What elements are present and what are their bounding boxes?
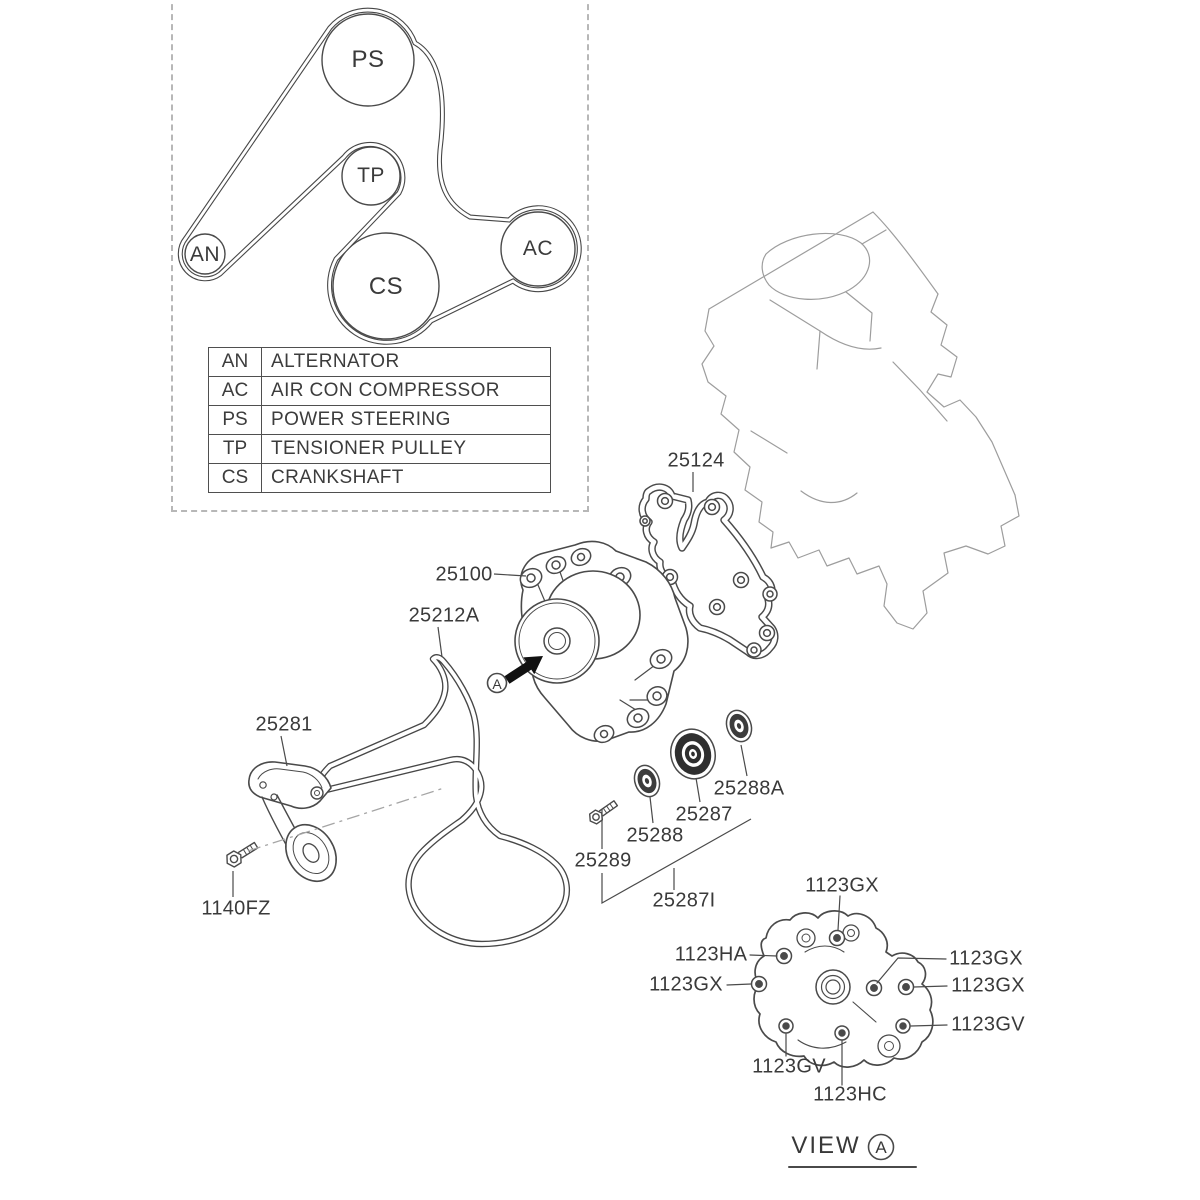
legend-row: CS CRANKSHAFT — [208, 463, 551, 493]
viewa-label-upper-left: 1123HA — [674, 943, 748, 966]
part-label-tensioner-bolt: 1140FZ — [201, 897, 271, 920]
belt-routing-drawing — [177, 7, 582, 345]
view-ref-circle — [867, 1133, 895, 1161]
view-a-pump-drawing — [726, 895, 948, 1168]
pulley-legend-table: AN ALTERNATOR AC AIR CON COMPRESSOR PS P… — [208, 347, 551, 493]
idler-washer-inner-drawing — [633, 764, 661, 798]
pulley-label-an: AN — [189, 243, 221, 266]
belt-diagram-box — [171, 0, 589, 512]
assembly-ref-circle — [486, 672, 508, 694]
part-label-idler-washer-outer: 25288A — [713, 777, 785, 800]
pulley-label-ac: AC — [522, 237, 554, 260]
viewa-label-inner-right: 1123GX — [949, 947, 1023, 970]
legend-abbr: AC — [208, 376, 262, 406]
legend-name: TENSIONER PULLEY — [261, 434, 551, 464]
legend-abbr: AN — [208, 347, 262, 377]
legend-row: TP TENSIONER PULLEY — [208, 434, 551, 464]
legend-row: AN ALTERNATOR — [208, 347, 551, 377]
pulley-label-cs: CS — [368, 273, 404, 300]
legend-name: AIR CON COMPRESSOR — [261, 376, 551, 406]
viewa-label-lower-right: 1123GV — [951, 1013, 1025, 1036]
viewa-label-bottom-left: 1123GV — [752, 1055, 826, 1078]
leader-lines — [232, 472, 752, 905]
part-label-belt-tensioner: 25281 — [255, 713, 313, 736]
viewa-label-right: 1123GX — [951, 974, 1025, 997]
legend-abbr: TP — [208, 434, 262, 464]
assembly-ref-letter: A — [492, 676, 502, 692]
pulley-ac — [500, 211, 576, 287]
legend-abbr: CS — [208, 463, 262, 493]
drive-belt-drawing — [316, 654, 571, 948]
pulley-an — [184, 233, 226, 275]
part-label-idler-washer-inner: 25288 — [626, 824, 684, 847]
gasket-drawing — [638, 483, 779, 660]
part-label-idler-assembly: 25287I — [652, 889, 716, 912]
legend-name: ALTERNATOR — [261, 347, 551, 377]
part-label-idler-bolt: 25289 — [574, 849, 632, 872]
view-a-ref-letter: A — [875, 1138, 887, 1157]
viewa-label-bottom-center: 1123HC — [813, 1083, 887, 1106]
legend-name: CRANKSHAFT — [261, 463, 551, 493]
tensioner-drawing — [248, 761, 337, 883]
legend-abbr: PS — [208, 405, 262, 435]
pulley-ps — [321, 13, 415, 107]
idler-washer-outer-drawing — [725, 709, 753, 743]
part-label-gasket: 25124 — [667, 449, 725, 472]
pulley-label-tp: TP — [357, 164, 385, 187]
legend-name: POWER STEERING — [261, 405, 551, 435]
idler-pulley-drawing — [670, 728, 716, 780]
viewa-label-left: 1123GX — [649, 973, 723, 996]
part-label-idler-pulley: 25287 — [675, 803, 733, 826]
view-a-title: VIEW — [791, 1132, 861, 1159]
legend-row: PS POWER STEERING — [208, 405, 551, 435]
pulley-label-ps: PS — [351, 46, 385, 73]
legend-row: AC AIR CON COMPRESSOR — [208, 376, 551, 406]
pulley-cs — [332, 232, 440, 340]
idler-bolt-drawing — [588, 800, 619, 825]
part-label-drive-belt: 25212A — [408, 604, 480, 627]
pulley-tp — [341, 146, 401, 206]
viewa-label-top: 1123GX — [805, 874, 879, 897]
water-pump-drawing — [514, 540, 689, 744]
part-label-water-pump: 25100 — [435, 563, 493, 586]
assembly-axis-line — [247, 787, 445, 852]
view-direction-arrow — [504, 656, 543, 684]
engine-block-sketch — [701, 211, 1020, 630]
tensioner-bolt-drawing — [226, 841, 259, 868]
